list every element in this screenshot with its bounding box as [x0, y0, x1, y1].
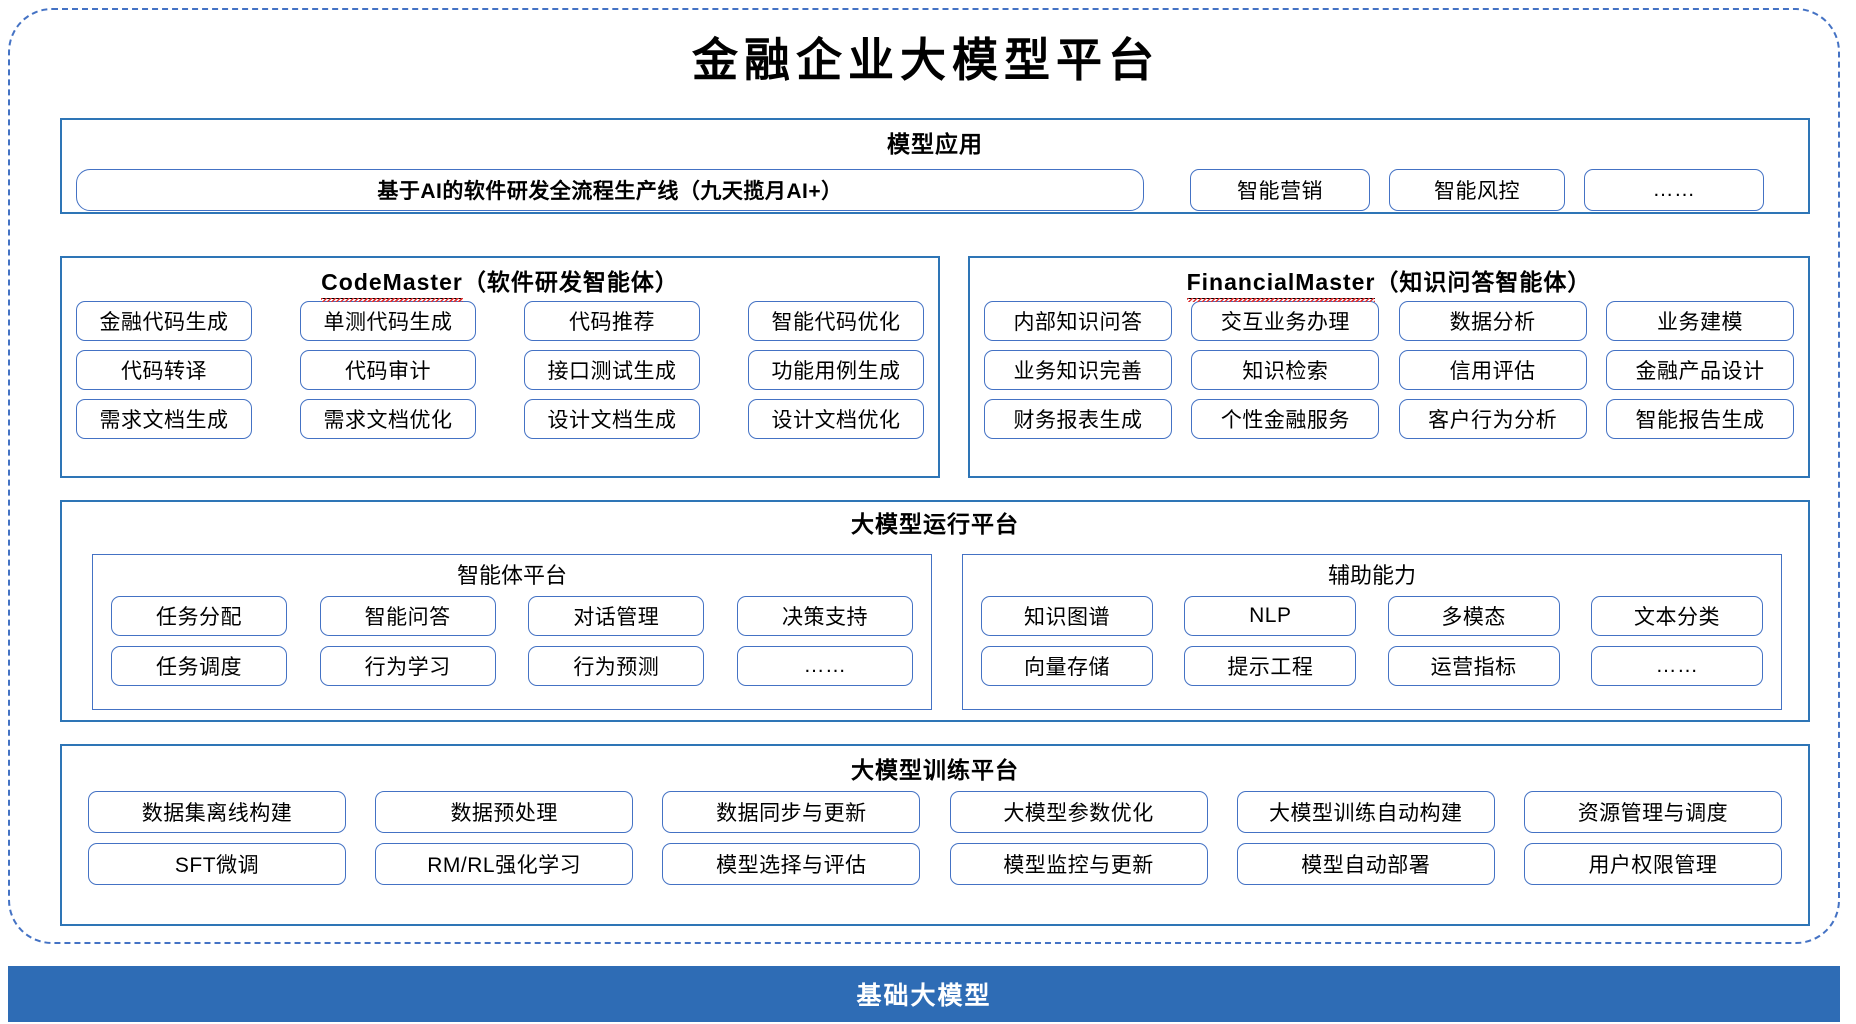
training-platform-grid: 数据集离线构建 数据预处理 数据同步与更新 大模型参数优化 大模型训练自动构建 … [88, 791, 1782, 885]
section-training-platform: 大模型训练平台 数据集离线构建 数据预处理 数据同步与更新 大模型参数优化 大模… [60, 744, 1810, 926]
code-master-row-2: 代码转译 代码审计 接口测试生成 功能用例生成 [76, 350, 924, 390]
section-runtime-platform: 大模型运行平台 智能体平台 任务分配 智能问答 对话管理 决策支持 任务调度 行… [60, 500, 1810, 722]
pill-fin-1-4[interactable]: 业务建模 [1605, 301, 1794, 341]
pill-train-1-4[interactable]: 大模型参数优化 [949, 791, 1208, 833]
training-platform-row-1: 数据集离线构建 数据预处理 数据同步与更新 大模型参数优化 大模型训练自动构建 … [88, 791, 1782, 833]
section-model-application: 模型应用 基于AI的软件研发全流程生产线（九天揽月AI+） 智能营销 智能风控 … [60, 118, 1810, 214]
pill-fin-2-2[interactable]: 知识检索 [1191, 350, 1380, 390]
pill-aux-2-4[interactable]: …… [1590, 646, 1763, 686]
section-title-financial-master: FinancialMaster（知识问答智能体） [970, 267, 1808, 302]
training-platform-row-2: SFT微调 RM/RL强化学习 模型选择与评估 模型监控与更新 模型自动部署 用… [88, 843, 1782, 885]
section-financial-master: FinancialMaster（知识问答智能体） 内部知识问答 交互业务办理 数… [968, 256, 1810, 478]
pill-fin-3-1[interactable]: 财务报表生成 [984, 399, 1172, 439]
pill-train-1-1[interactable]: 数据集离线构建 [88, 791, 346, 833]
section-title-runtime-platform: 大模型运行平台 [851, 511, 1019, 537]
section-title-training-platform: 大模型训练平台 [851, 757, 1019, 783]
pill-fin-1-2[interactable]: 交互业务办理 [1191, 301, 1380, 341]
pill-ai-software-pipeline[interactable]: 基于AI的软件研发全流程生产线（九天揽月AI+） [76, 169, 1144, 211]
section-code-master: CodeMaster（软件研发智能体） 金融代码生成 单测代码生成 代码推荐 智… [60, 256, 940, 478]
pill-agent-2-2[interactable]: 行为学习 [319, 646, 496, 686]
pill-fin-1-3[interactable]: 数据分析 [1398, 301, 1587, 341]
pill-train-2-6[interactable]: 用户权限管理 [1523, 843, 1782, 885]
pill-agent-2-3[interactable]: 行为预测 [528, 646, 705, 686]
pill-agent-1-3[interactable]: 对话管理 [528, 596, 705, 636]
pill-agent-1-2[interactable]: 智能问答 [319, 596, 496, 636]
pill-fin-3-3[interactable]: 客户行为分析 [1398, 399, 1587, 439]
pill-train-1-3[interactable]: 数据同步与更新 [662, 791, 921, 833]
agent-platform-grid: 任务分配 智能问答 对话管理 决策支持 任务调度 行为学习 行为预测 …… [111, 596, 913, 686]
pill-aux-2-1[interactable]: 向量存储 [981, 646, 1153, 686]
financial-master-grid: 内部知识问答 交互业务办理 数据分析 业务建模 业务知识完善 知识检索 信用评估… [984, 301, 1794, 439]
footer-label: 基础大模型 [856, 982, 992, 1010]
pill-fin-2-1[interactable]: 业务知识完善 [984, 350, 1172, 390]
code-master-name: CodeMaster [321, 269, 463, 302]
pill-code-3-3[interactable]: 设计文档生成 [524, 399, 700, 439]
pill-code-3-4[interactable]: 设计文档优化 [748, 399, 924, 439]
pill-train-2-5[interactable]: 模型自动部署 [1236, 843, 1495, 885]
subsection-auxiliary-capability: 辅助能力 知识图谱 NLP 多模态 文本分类 向量存储 提示工程 运营指标 …… [962, 554, 1782, 710]
agent-platform-row-1: 任务分配 智能问答 对话管理 决策支持 [111, 596, 913, 636]
financial-master-suffix: （知识问答智能体） [1375, 269, 1592, 295]
pill-fin-2-4[interactable]: 金融产品设计 [1605, 350, 1794, 390]
auxiliary-row-2: 向量存储 提示工程 运营指标 …… [981, 646, 1763, 686]
pill-train-1-2[interactable]: 数据预处理 [375, 791, 634, 833]
pill-agent-1-4[interactable]: 决策支持 [736, 596, 913, 636]
financial-master-name: FinancialMaster [1186, 269, 1376, 302]
page-title: 金融企业大模型平台 [692, 35, 1160, 86]
pill-more-applications[interactable]: …… [1584, 169, 1764, 211]
pill-fin-3-4[interactable]: 智能报告生成 [1605, 399, 1794, 439]
pill-aux-2-3[interactable]: 运营指标 [1387, 646, 1560, 686]
pill-aux-1-3[interactable]: 多模态 [1387, 596, 1560, 636]
pill-code-1-1[interactable]: 金融代码生成 [76, 301, 252, 341]
pill-train-2-1[interactable]: SFT微调 [88, 843, 346, 885]
pill-code-2-3[interactable]: 接口测试生成 [524, 350, 700, 390]
pill-fin-3-2[interactable]: 个性金融服务 [1191, 399, 1380, 439]
pill-train-2-2[interactable]: RM/RL强化学习 [375, 843, 634, 885]
pill-fin-2-3[interactable]: 信用评估 [1398, 350, 1587, 390]
section-title-model-application: 模型应用 [887, 131, 983, 157]
pill-aux-1-2[interactable]: NLP [1184, 596, 1357, 636]
subsection-title-agent-platform: 智能体平台 [456, 563, 567, 588]
pill-code-2-4[interactable]: 功能用例生成 [748, 350, 924, 390]
auxiliary-row-1: 知识图谱 NLP 多模态 文本分类 [981, 596, 1763, 636]
pill-code-1-2[interactable]: 单测代码生成 [300, 301, 476, 341]
pill-train-2-4[interactable]: 模型监控与更新 [949, 843, 1208, 885]
pill-agent-2-4[interactable]: …… [736, 646, 913, 686]
code-master-suffix: （软件研发智能体） [462, 269, 679, 295]
code-master-row-3: 需求文档生成 需求文档优化 设计文档生成 设计文档优化 [76, 399, 924, 439]
pill-train-1-6[interactable]: 资源管理与调度 [1523, 791, 1782, 833]
pill-code-2-2[interactable]: 代码审计 [300, 350, 476, 390]
code-master-row-1: 金融代码生成 单测代码生成 代码推荐 智能代码优化 [76, 301, 924, 341]
agent-platform-row-2: 任务调度 行为学习 行为预测 …… [111, 646, 913, 686]
footer-foundation-model-bar: 基础大模型 [8, 966, 1840, 1022]
pill-agent-2-1[interactable]: 任务调度 [111, 646, 287, 686]
pill-smart-risk-control[interactable]: 智能风控 [1389, 169, 1565, 211]
financial-master-row-3: 财务报表生成 个性金融服务 客户行为分析 智能报告生成 [984, 399, 1794, 439]
pill-train-2-3[interactable]: 模型选择与评估 [662, 843, 921, 885]
code-master-grid: 金融代码生成 单测代码生成 代码推荐 智能代码优化 代码转译 代码审计 接口测试… [76, 301, 924, 439]
pill-code-3-2[interactable]: 需求文档优化 [300, 399, 476, 439]
pill-code-1-3[interactable]: 代码推荐 [524, 301, 700, 341]
diagram-outer-frame: 金融企业大模型平台 模型应用 基于AI的软件研发全流程生产线（九天揽月AI+） … [8, 8, 1840, 944]
pill-train-1-5[interactable]: 大模型训练自动构建 [1236, 791, 1495, 833]
pill-agent-1-1[interactable]: 任务分配 [111, 596, 287, 636]
pill-aux-1-1[interactable]: 知识图谱 [981, 596, 1153, 636]
pill-aux-1-4[interactable]: 文本分类 [1590, 596, 1763, 636]
financial-master-row-2: 业务知识完善 知识检索 信用评估 金融产品设计 [984, 350, 1794, 390]
pill-code-1-4[interactable]: 智能代码优化 [748, 301, 924, 341]
section-title-code-master: CodeMaster（软件研发智能体） [62, 267, 938, 302]
financial-master-row-1: 内部知识问答 交互业务办理 数据分析 业务建模 [984, 301, 1794, 341]
auxiliary-grid: 知识图谱 NLP 多模态 文本分类 向量存储 提示工程 运营指标 …… [981, 596, 1763, 686]
pill-code-3-1[interactable]: 需求文档生成 [76, 399, 252, 439]
pill-code-2-1[interactable]: 代码转译 [76, 350, 252, 390]
pill-fin-1-1[interactable]: 内部知识问答 [984, 301, 1172, 341]
subsection-title-auxiliary-capability: 辅助能力 [1327, 563, 1416, 588]
model-application-items-row: 基于AI的软件研发全流程生产线（九天揽月AI+） 智能营销 智能风控 …… [76, 169, 1794, 211]
subsection-agent-platform: 智能体平台 任务分配 智能问答 对话管理 决策支持 任务调度 行为学习 行为预测… [92, 554, 932, 710]
pill-aux-2-2[interactable]: 提示工程 [1184, 646, 1357, 686]
pill-smart-marketing[interactable]: 智能营销 [1190, 169, 1370, 211]
